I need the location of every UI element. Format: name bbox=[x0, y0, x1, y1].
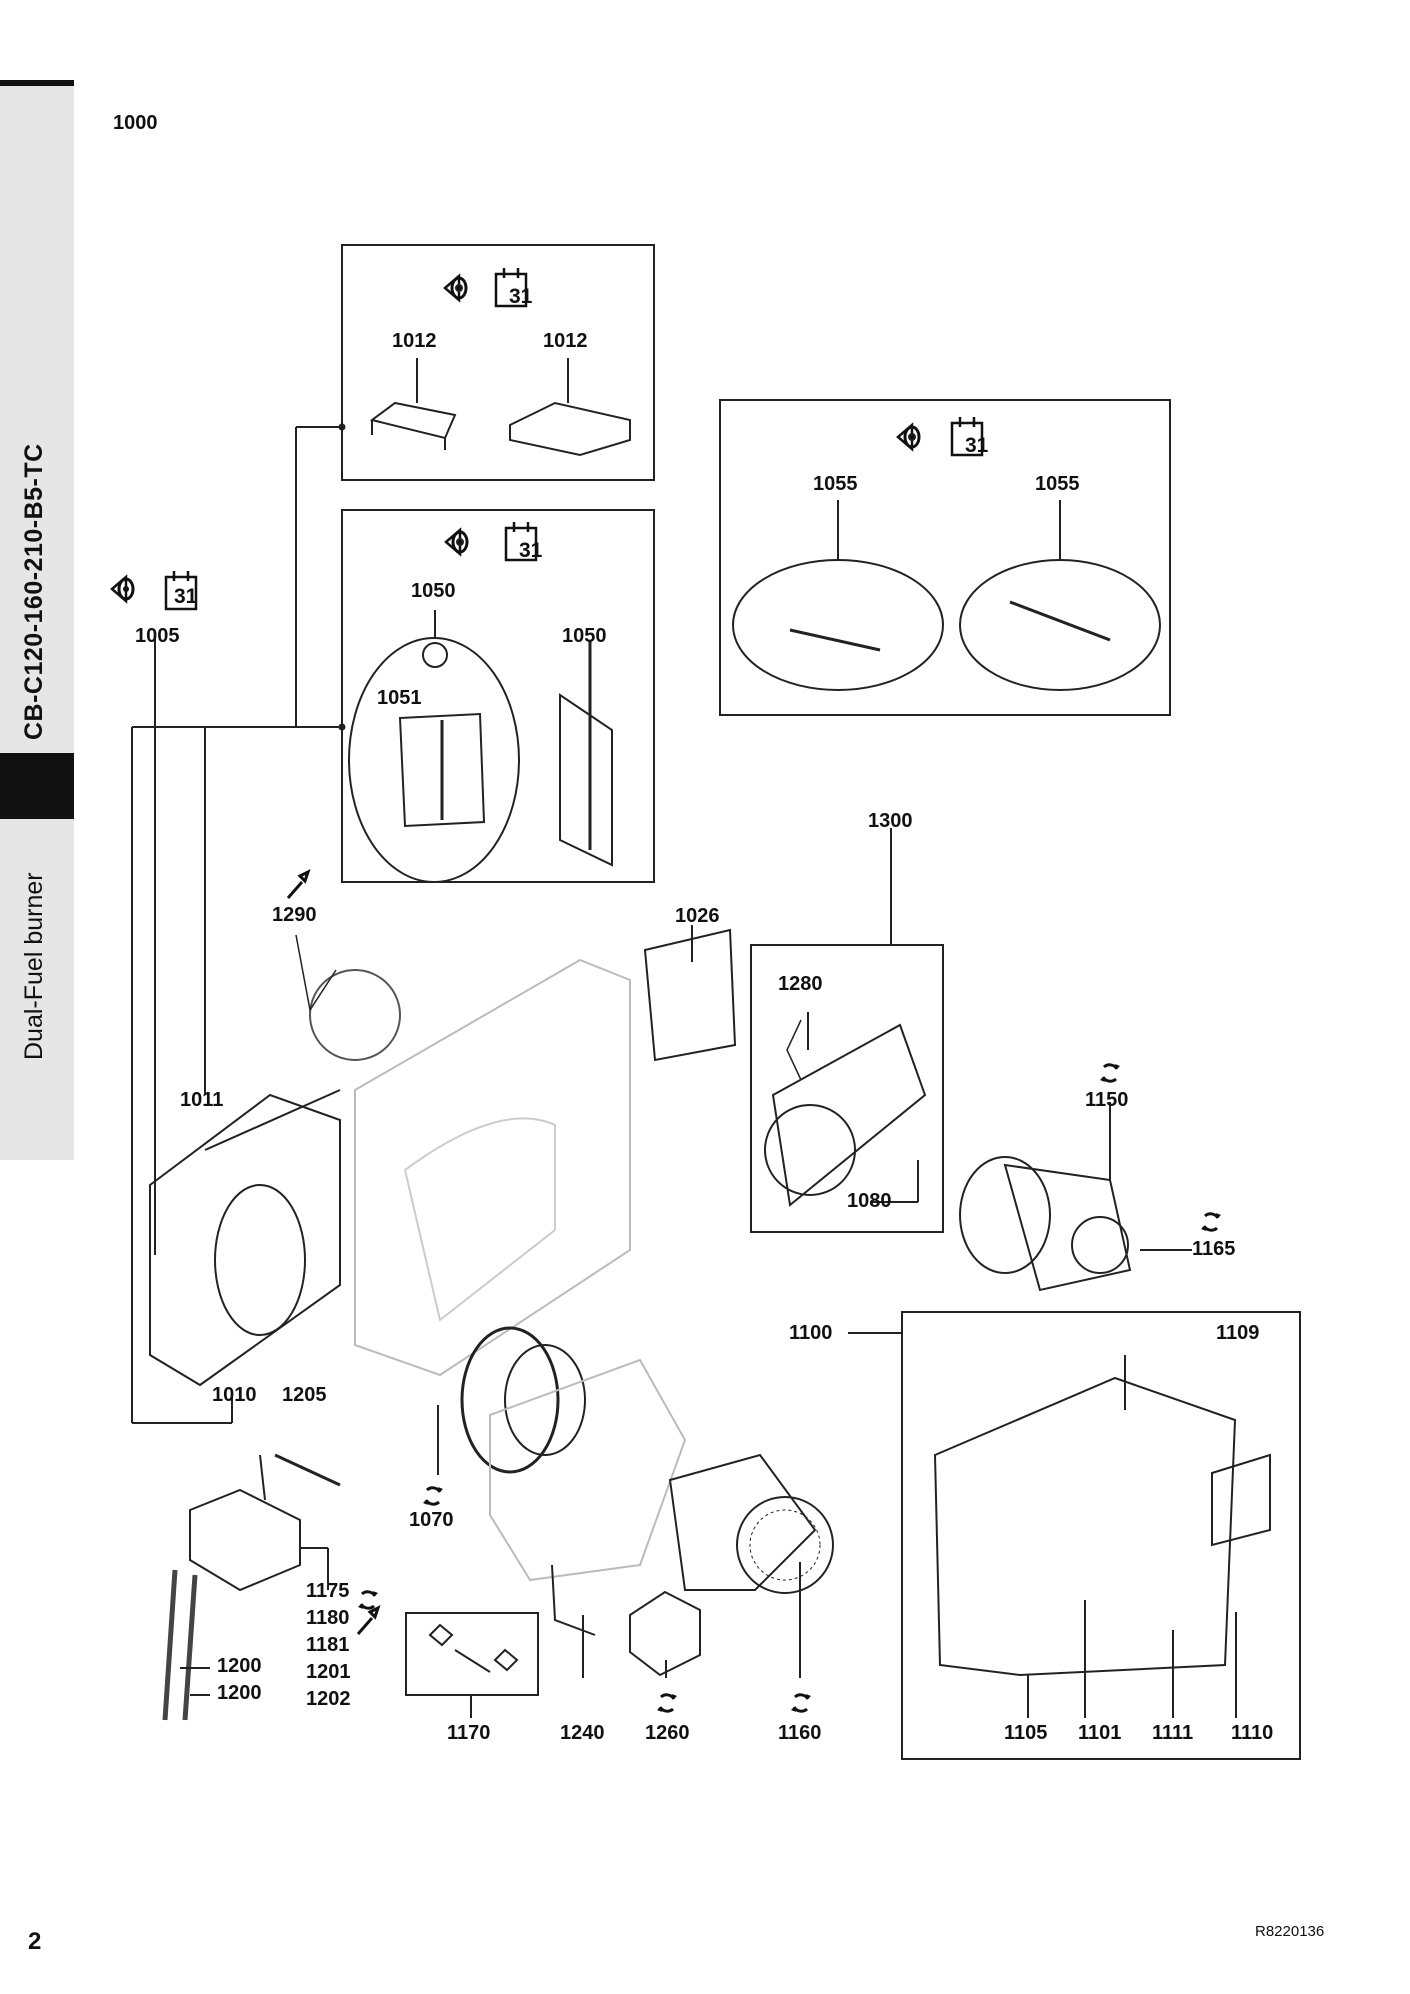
inspection-cover bbox=[764, 1104, 856, 1196]
part-label-1010: 1010 bbox=[212, 1384, 257, 1406]
part-label-1290: 1290 bbox=[272, 904, 317, 926]
rotation-icon bbox=[421, 1485, 445, 1507]
rotation-icon bbox=[1098, 1062, 1122, 1084]
part-label-1080: 1080 bbox=[847, 1190, 892, 1212]
rotation-icon bbox=[356, 1589, 380, 1611]
air-box bbox=[149, 1093, 341, 1387]
part-label-1051: 1051 bbox=[377, 687, 422, 709]
part-label-1055: 1055 bbox=[813, 473, 858, 495]
servo-motor bbox=[959, 1156, 1051, 1274]
oil-hose bbox=[182, 1574, 198, 1721]
nozzle-box bbox=[405, 1612, 539, 1696]
part-ellipse bbox=[732, 559, 944, 691]
part-label-1110: 1110 bbox=[1231, 1722, 1274, 1744]
calendar-day: 31 bbox=[509, 285, 533, 308]
burner-housing bbox=[354, 958, 631, 1377]
inset-box-1100 bbox=[901, 1311, 1301, 1760]
part-label-1280: 1280 bbox=[778, 973, 823, 995]
part-label-1101: 1101 bbox=[1078, 1722, 1122, 1744]
side-tab-rule bbox=[0, 80, 74, 86]
part-ellipse bbox=[348, 637, 520, 883]
part-label-1200: 1200 bbox=[217, 1655, 262, 1677]
ignition-transformer bbox=[629, 1590, 701, 1677]
part-label-1050: 1050 bbox=[411, 580, 456, 602]
part-label-1181: 1181 bbox=[306, 1634, 350, 1656]
part-label-1070: 1070 bbox=[409, 1509, 454, 1531]
inset-box-1055 bbox=[719, 399, 1171, 716]
part-ellipse bbox=[959, 559, 1161, 691]
part-label-1105: 1105 bbox=[1004, 1722, 1048, 1744]
part-label-1201: 1201 bbox=[306, 1661, 351, 1683]
part-label-1200: 1200 bbox=[217, 1682, 262, 1704]
inspection-icon-group bbox=[110, 571, 198, 611]
part-label-1170: 1170 bbox=[447, 1722, 491, 1744]
part-label-1202: 1202 bbox=[306, 1688, 351, 1710]
damper bbox=[643, 928, 737, 1062]
oil-hose bbox=[162, 1569, 178, 1721]
mounting-plate bbox=[489, 1358, 687, 1582]
fan-wheel bbox=[460, 1326, 560, 1474]
document-code: R8220136 bbox=[1255, 1923, 1325, 1940]
motor bbox=[668, 1453, 817, 1591]
o-ring bbox=[309, 969, 401, 1061]
part-label-1012: 1012 bbox=[543, 330, 588, 352]
part-label-1026: 1026 bbox=[675, 905, 720, 927]
calendar-day: 31 bbox=[174, 585, 198, 608]
inset-box-1300 bbox=[750, 944, 944, 1233]
eye-icon bbox=[443, 274, 468, 302]
part-label-1300: 1300 bbox=[868, 810, 913, 832]
part-label-1111: 1111 bbox=[1152, 1722, 1194, 1744]
part-label-1160: 1160 bbox=[778, 1722, 822, 1744]
eye-icon bbox=[896, 423, 921, 451]
assembly-number: 1000 bbox=[113, 112, 158, 134]
part-label-1109: 1109 bbox=[1216, 1322, 1260, 1344]
part-label-1055: 1055 bbox=[1035, 473, 1080, 495]
wrench-icon bbox=[356, 1605, 381, 1635]
rotation-icon bbox=[655, 1692, 679, 1714]
part-label-1150: 1150 bbox=[1085, 1089, 1129, 1111]
part-label-1240: 1240 bbox=[560, 1722, 605, 1744]
rotation-icon bbox=[1199, 1211, 1223, 1233]
part-label-1175: 1175 bbox=[306, 1580, 350, 1602]
part-label-1205: 1205 bbox=[282, 1384, 327, 1406]
rotation-icon bbox=[789, 1692, 813, 1714]
part-label-1005: 1005 bbox=[135, 625, 180, 647]
calendar-day: 31 bbox=[519, 539, 543, 562]
ignition-electrode bbox=[551, 1564, 596, 1636]
inset-box-1012 bbox=[341, 244, 655, 481]
part-label-1260: 1260 bbox=[645, 1722, 690, 1744]
page-number: 2 bbox=[28, 1928, 42, 1955]
wrench-icon bbox=[286, 869, 311, 899]
inset-box-1050 bbox=[341, 509, 655, 883]
part-label-1165: 1165 bbox=[1192, 1238, 1236, 1260]
part-label-1100: 1100 bbox=[789, 1322, 833, 1344]
side-tab-marker bbox=[0, 753, 74, 819]
part-label-1050: 1050 bbox=[562, 625, 607, 647]
cover-hood bbox=[933, 1376, 1237, 1677]
calendar-day: 31 bbox=[965, 434, 989, 457]
part-label-1012: 1012 bbox=[392, 330, 437, 352]
part-label-1011: 1011 bbox=[180, 1089, 224, 1111]
oil-pump bbox=[189, 1488, 301, 1592]
eye-icon bbox=[444, 528, 469, 556]
side-tab bbox=[0, 80, 74, 1160]
part-label-1180: 1180 bbox=[306, 1607, 350, 1629]
